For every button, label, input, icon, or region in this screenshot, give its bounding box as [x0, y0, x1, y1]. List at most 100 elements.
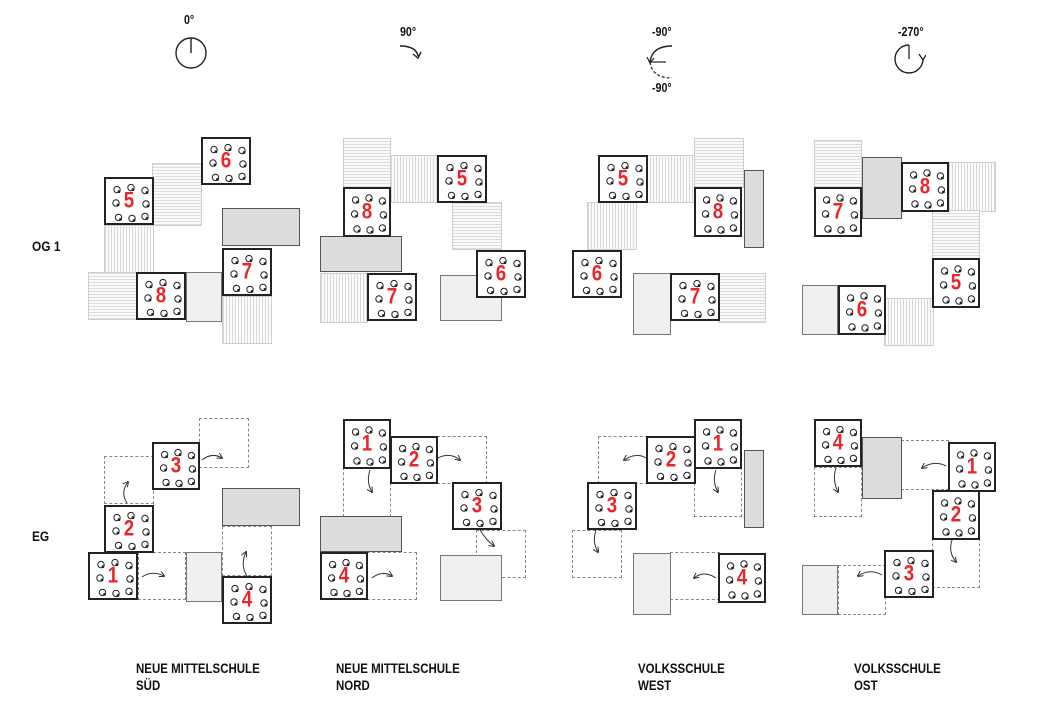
- light-block: [186, 552, 222, 602]
- furniture-icon: [144, 278, 182, 318]
- furniture-icon: [460, 488, 498, 528]
- furniture-icon: [845, 292, 883, 332]
- furniture-icon: [701, 426, 739, 466]
- classroom-2: 2: [104, 505, 154, 553]
- open-zone: [814, 467, 862, 517]
- room-number: 8: [712, 198, 724, 224]
- gray-block: [320, 516, 402, 552]
- school-name-line1: VOLKSSCHULE: [854, 660, 941, 676]
- corridor-zone: [884, 298, 934, 346]
- furniture-icon: [445, 161, 483, 201]
- classroom-2: 2: [932, 490, 980, 540]
- furniture-icon: [654, 442, 692, 482]
- furniture-icon: [892, 556, 930, 596]
- classroom-3: 3: [452, 482, 502, 530]
- flow-arrow-icon: [858, 572, 883, 576]
- room-number: 1: [107, 562, 119, 588]
- rotation-90-icon: [399, 45, 422, 60]
- room-number: 7: [386, 283, 398, 309]
- corridor-zone: [694, 138, 744, 188]
- rotation-label-minus90-top: -90°: [652, 24, 672, 39]
- classroom-5: 5: [932, 258, 980, 308]
- open-zone: [572, 530, 622, 578]
- rotation-label-90: 90°: [400, 24, 417, 39]
- school-name-line1: VOLKSSCHULE: [638, 660, 725, 676]
- furniture-icon: [112, 183, 150, 223]
- room-number: 3: [471, 492, 483, 518]
- room-number: 8: [361, 198, 373, 224]
- room-number: 6: [856, 296, 868, 322]
- furniture-icon: [821, 194, 859, 234]
- furniture-icon: [678, 279, 716, 319]
- gray-block: [222, 488, 300, 526]
- room-number: 4: [338, 562, 350, 588]
- furniture-icon: [484, 256, 522, 296]
- furniture-icon: [159, 448, 197, 488]
- flow-arrow-icon: [124, 482, 128, 504]
- corridor-zone: [587, 202, 637, 250]
- room-number: 5: [456, 165, 468, 191]
- classroom-3: 3: [152, 442, 200, 490]
- furniture-icon: [230, 254, 268, 294]
- furniture-icon: [908, 169, 946, 209]
- room-number: 7: [241, 258, 253, 284]
- furniture-icon: [955, 449, 993, 489]
- room-number: 6: [591, 260, 603, 286]
- light-block: [802, 565, 838, 615]
- furniture-icon: [701, 194, 739, 234]
- room-number: 2: [123, 515, 135, 541]
- classroom-7: 7: [670, 273, 720, 321]
- room-number: 5: [123, 187, 135, 213]
- school-name-line2: OST: [854, 677, 878, 693]
- light-block: [440, 555, 502, 601]
- furniture-icon: [230, 582, 268, 622]
- furniture-icon: [350, 426, 388, 466]
- gray-block: [862, 437, 902, 499]
- rotation-minus90-icon: [646, 45, 673, 79]
- room-number: 1: [361, 430, 373, 456]
- classroom-1: 1: [694, 419, 742, 469]
- room-number: 1: [712, 430, 724, 456]
- room-number: 5: [950, 269, 962, 295]
- flow-arrow-icon: [368, 469, 372, 492]
- room-number: 4: [241, 586, 253, 612]
- flow-arrow-icon: [437, 455, 460, 460]
- classroom-5: 5: [598, 155, 648, 203]
- classroom-1: 1: [343, 419, 391, 469]
- furniture-icon: [939, 497, 977, 537]
- room-number: 3: [903, 560, 915, 586]
- furniture-icon: [350, 194, 388, 234]
- flow-arrow-icon: [950, 539, 956, 562]
- furniture-icon: [606, 161, 644, 201]
- flow-arrow-icon: [479, 529, 494, 546]
- classroom-1: 1: [948, 442, 996, 492]
- school-name-line2: WEST: [638, 677, 672, 693]
- classroom-8: 8: [136, 272, 186, 320]
- furniture-icon: [327, 558, 365, 598]
- room-number: 3: [170, 452, 182, 478]
- classroom-6: 6: [838, 285, 886, 335]
- rotation-label-minus270: -270°: [898, 24, 924, 39]
- school-label-sued: NEUE MITTELSCHULE SÜD: [136, 660, 260, 694]
- furniture-icon: [580, 256, 618, 296]
- corridor-zone: [320, 273, 368, 323]
- flow-arrow-icon: [594, 529, 598, 552]
- school-name-line1: NEUE MITTELSCHULE: [136, 660, 260, 676]
- classroom-7: 7: [814, 187, 862, 237]
- school-name-line2: NORD: [336, 677, 370, 693]
- flow-arrow-icon: [834, 467, 838, 492]
- room-number: 1: [966, 453, 978, 479]
- corridor-zone: [718, 273, 766, 323]
- furniture-icon: [939, 265, 977, 305]
- room-number: 3: [606, 492, 618, 518]
- classroom-6: 6: [572, 250, 622, 298]
- room-number: 7: [689, 283, 701, 309]
- classroom-4: 4: [222, 576, 272, 624]
- room-number: 8: [919, 173, 931, 199]
- room-number: 6: [495, 260, 507, 286]
- light-block: [802, 285, 838, 335]
- room-number: 5: [617, 165, 629, 191]
- classroom-6: 6: [476, 250, 526, 298]
- gray-block: [744, 450, 764, 528]
- classroom-7: 7: [367, 273, 417, 321]
